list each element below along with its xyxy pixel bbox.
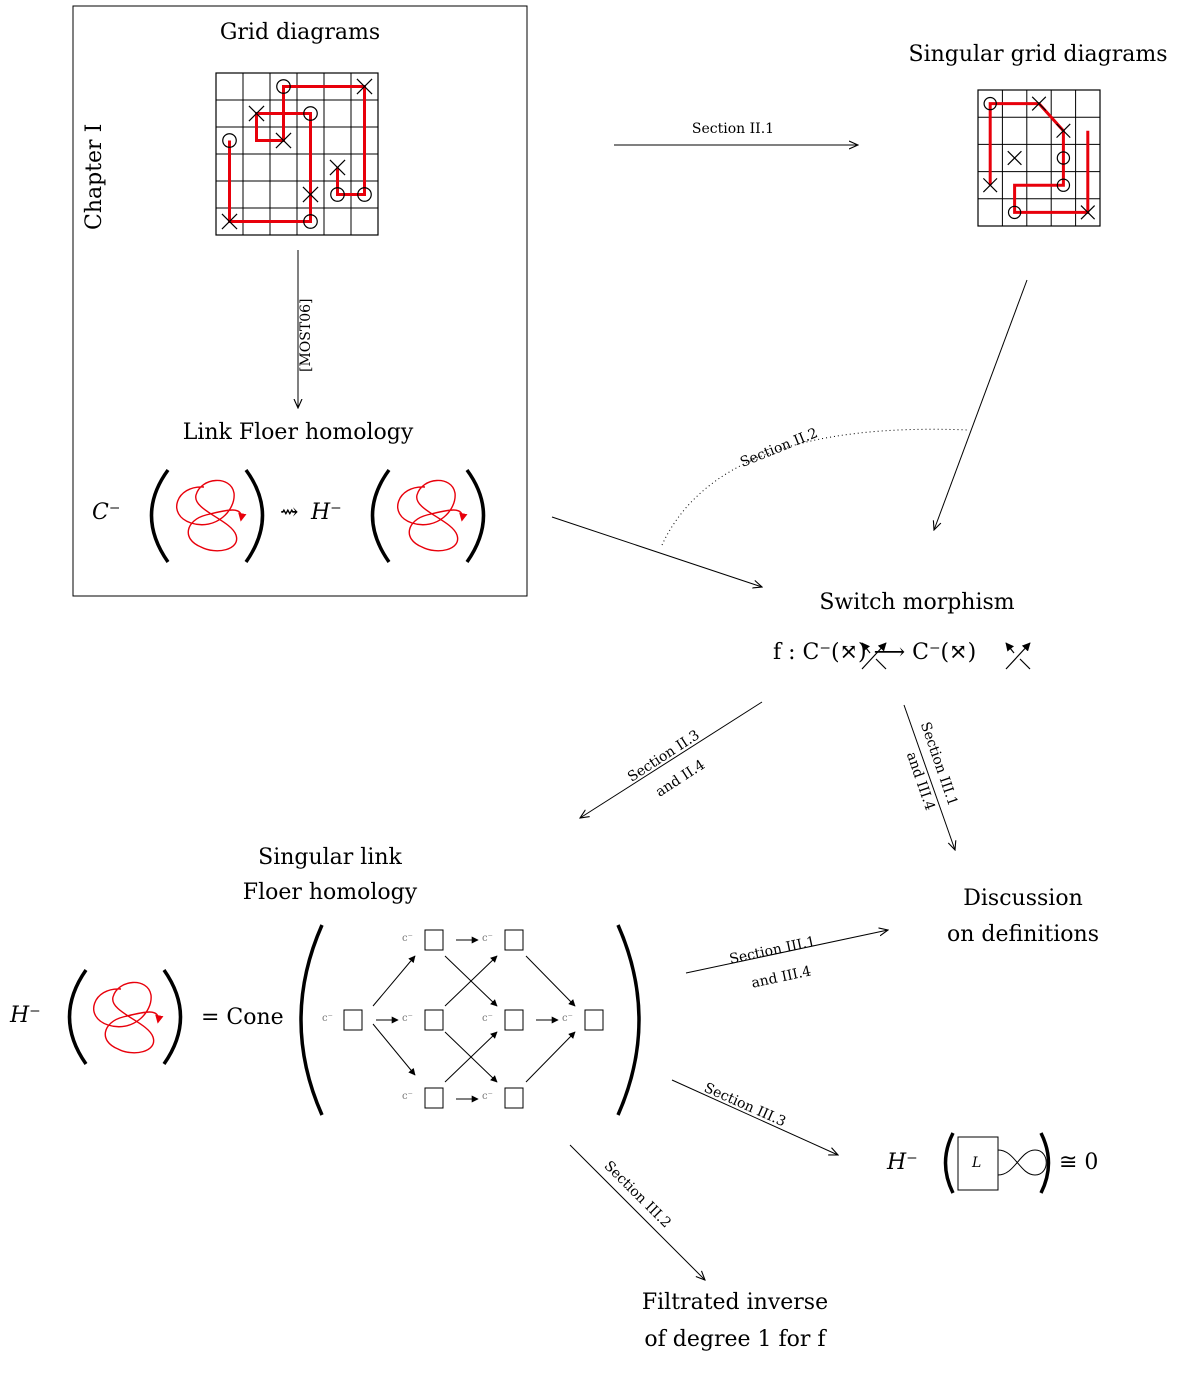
x-marker <box>1031 96 1047 111</box>
c-minus-1: C⁻ <box>92 500 121 525</box>
cone-c-4: c⁻ <box>402 1091 413 1102</box>
o-marker <box>276 79 291 94</box>
node-discussion-2: on definitions <box>947 922 1099 947</box>
grid-diagram-figure <box>215 72 379 236</box>
box-L-label: L <box>972 1155 982 1171</box>
node-filtrated-2: of degree 1 for f <box>644 1327 826 1352</box>
chapter-label: Chapter I <box>82 123 107 230</box>
box-L <box>957 1136 999 1191</box>
x-marker <box>302 186 319 203</box>
arrow-section-iii3 <box>671 1079 838 1155</box>
cone-c-7: c⁻ <box>482 1091 493 1102</box>
h-minus-3: H⁻ <box>887 1150 918 1175</box>
node-grid-diagrams: Grid diagrams <box>219 20 381 45</box>
x-marker <box>1007 150 1022 166</box>
cone-mini-grids <box>343 929 604 1109</box>
x-marker <box>1056 123 1071 139</box>
cone-c-5: c⁻ <box>482 933 493 944</box>
arrow-floer-to-switch <box>551 516 762 587</box>
o-marker <box>983 96 997 111</box>
crossing-icons <box>861 642 1031 670</box>
o-marker <box>222 133 237 148</box>
loop-figure <box>997 1149 1047 1176</box>
cone-c-6: c⁻ <box>482 1013 493 1024</box>
knot-figure-2 <box>397 479 468 552</box>
cone-c-2: c⁻ <box>402 933 413 944</box>
arrow-section-ii3 <box>580 701 763 818</box>
x-marker <box>1080 205 1096 220</box>
o-marker <box>1007 205 1022 220</box>
node-singular-link-1: Singular link <box>258 845 402 870</box>
node-discussion-1: Discussion <box>963 886 1083 911</box>
o-marker <box>330 187 345 202</box>
edge-most06: [MOST06] <box>298 298 314 372</box>
knot-figure-1 <box>176 479 247 552</box>
edge-section-ii1: Section II.1 <box>691 121 775 137</box>
singular-grid-diagram-figure <box>977 89 1101 227</box>
o-marker <box>303 214 318 229</box>
x-marker <box>982 177 998 193</box>
o-marker <box>357 187 372 202</box>
parentheses <box>67 468 1051 1194</box>
h-minus-2: H⁻ <box>10 1003 41 1028</box>
node-filtrated-1: Filtrated inverse <box>641 1290 829 1315</box>
knot-figure-3 <box>93 981 164 1054</box>
cone-c-3: c⁻ <box>402 1013 413 1024</box>
x-marker <box>248 105 265 122</box>
eq-cone: = Cone <box>201 1005 284 1030</box>
chapter-box <box>72 5 528 597</box>
h-minus-1: H⁻ <box>311 500 342 525</box>
node-singular-link-2: Floer homology <box>242 880 418 905</box>
knot-path <box>228 85 366 223</box>
node-singular-grid-diagrams: Singular grid diagrams <box>908 42 1168 67</box>
x-marker <box>329 159 346 176</box>
arrow-section-iii2 <box>569 1144 705 1280</box>
cone-arrows <box>372 936 576 1103</box>
squiggle-arrow: ⇝ <box>280 500 299 525</box>
cone-c-8: c⁻ <box>562 1013 573 1024</box>
o-marker <box>1056 178 1071 192</box>
x-marker <box>275 132 292 149</box>
arrow-section-iii1-down <box>903 704 955 850</box>
o-marker <box>1056 151 1071 165</box>
knot-path <box>988 102 1090 214</box>
x-marker <box>356 78 373 95</box>
o-marker <box>303 106 318 121</box>
cone-c-1: c⁻ <box>322 1013 333 1024</box>
arrow-singular-to-switch <box>934 279 1028 530</box>
iso-zero: ≅ 0 <box>1059 1150 1099 1175</box>
node-link-floer-homology: Link Floer homology <box>182 420 414 445</box>
node-switch-morphism: Switch morphism <box>819 590 1015 615</box>
dotted-section-ii2 <box>661 428 969 546</box>
switch-formula: f : C⁻(⤧) ⟶ C⁻(⤧) <box>773 640 977 665</box>
x-marker <box>221 213 238 230</box>
arrow-section-iii1-right <box>685 930 888 974</box>
